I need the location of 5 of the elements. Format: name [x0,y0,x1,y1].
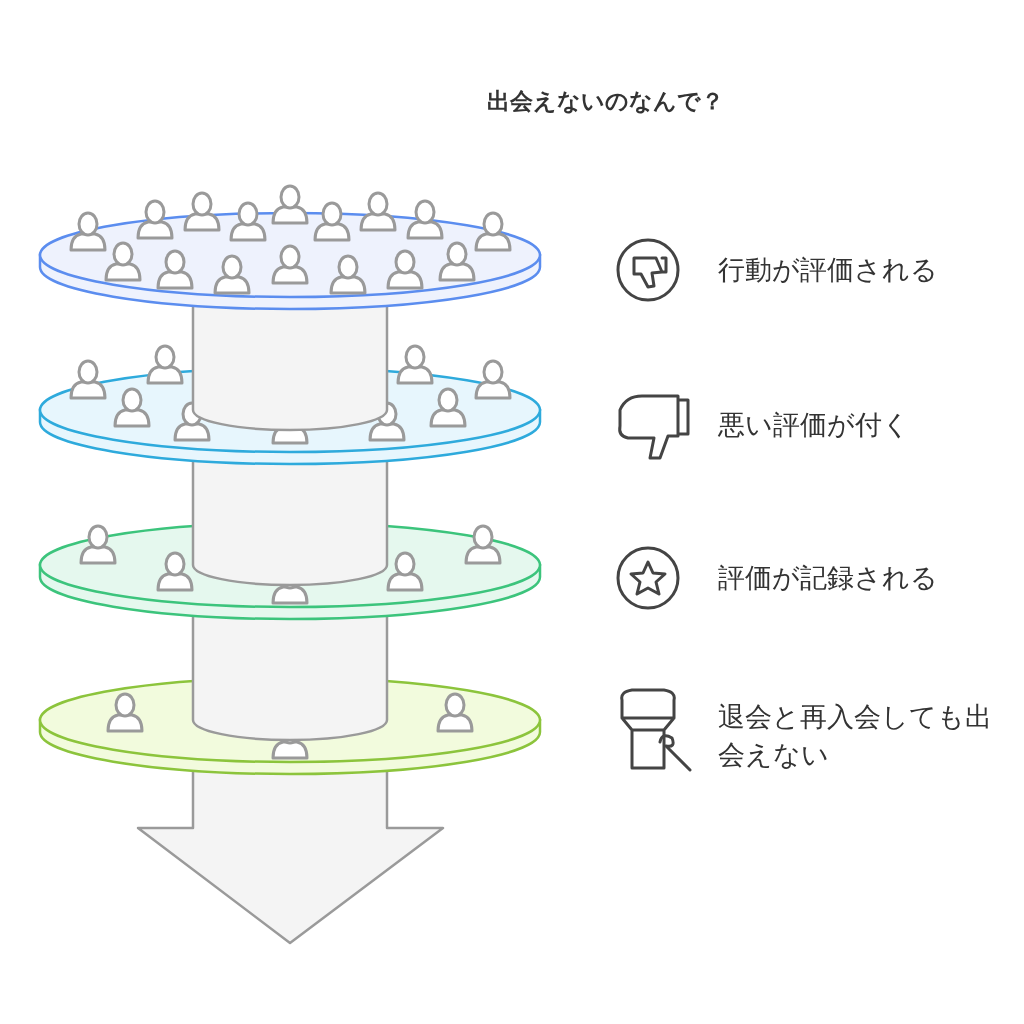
step-label: 評価が記録される [718,561,939,595]
step-label: 悪い評価が付く [718,408,911,442]
title: 出会えないのなんで？ [485,87,725,116]
step-label: 行動が評価される [718,253,939,287]
step-label: 退会と再入会しても出会えない [718,700,993,772]
